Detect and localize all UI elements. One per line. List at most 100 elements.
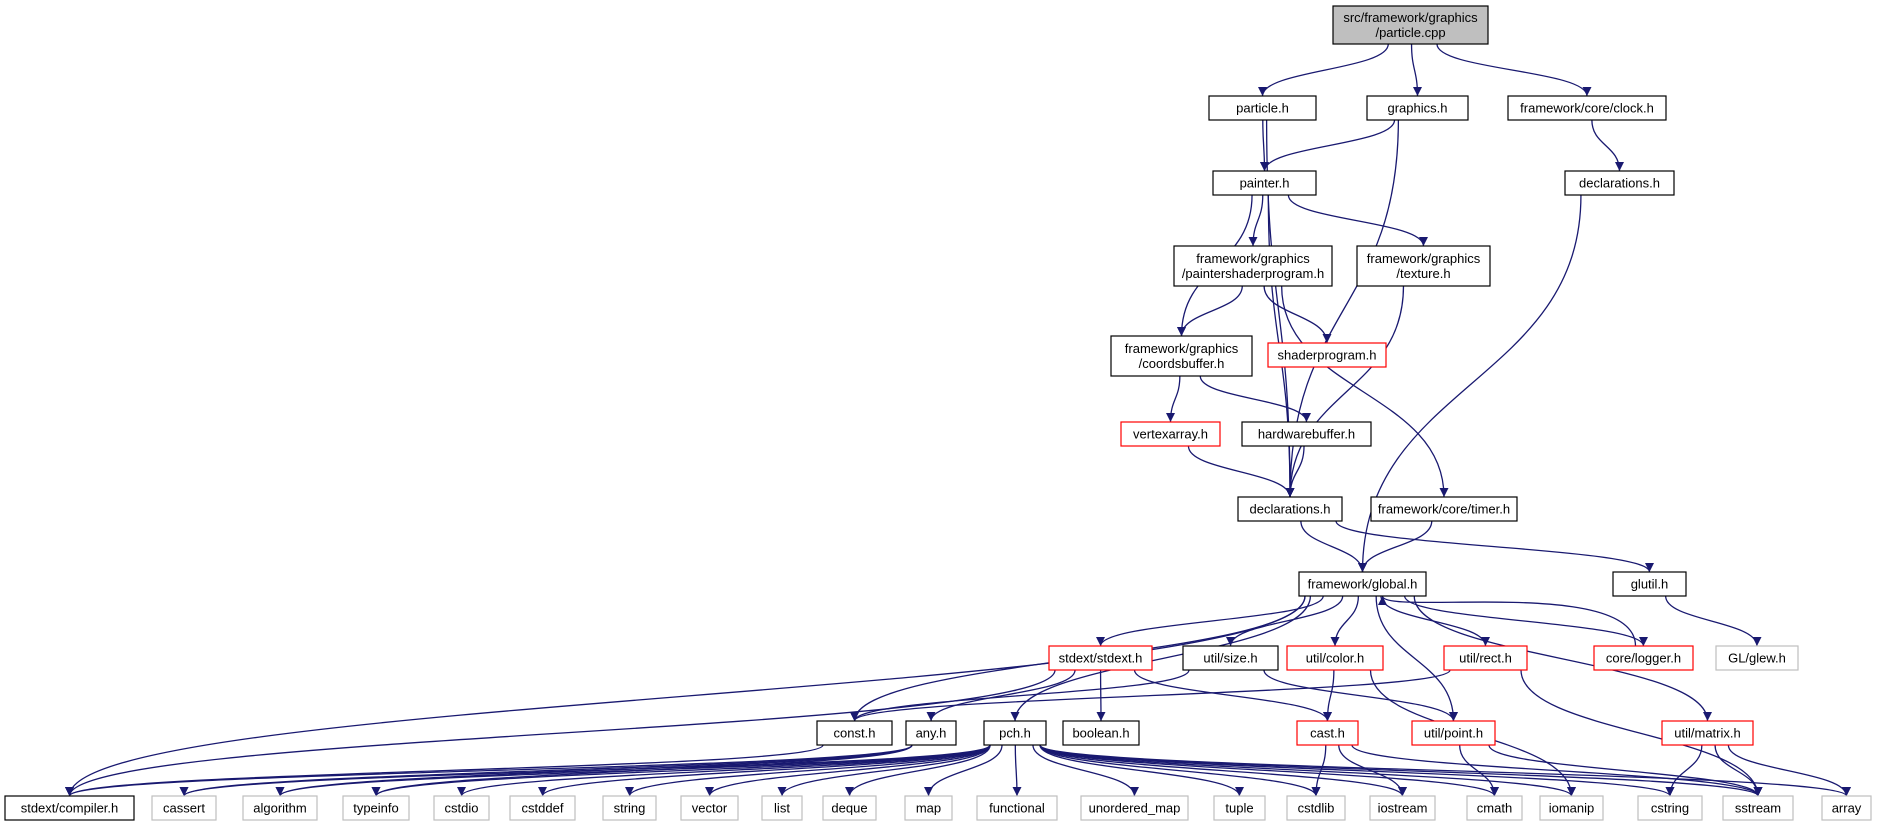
node-glew-label: GL/glew.h	[1728, 651, 1786, 666]
node-painter-label: painter.h	[1240, 176, 1290, 191]
edge-pch-to-functional	[1012, 744, 1022, 797]
edge-global-to-size	[1225, 595, 1344, 647]
edge-size-to-point	[1263, 669, 1458, 722]
edge-global-to-matrix	[1413, 595, 1713, 722]
node-any[interactable]: any.h	[905, 720, 957, 746]
node-clock-label: framework/core/clock.h	[1520, 101, 1654, 116]
edge-pch-to-cstring	[1039, 744, 1675, 797]
node-matrix[interactable]: util/matrix.h	[1661, 720, 1754, 746]
edge-global-to-logger	[1404, 595, 1648, 647]
edge-global-to-compiler	[65, 595, 1306, 797]
edge-pch-to-map	[923, 744, 1003, 797]
node-list-label: list	[774, 801, 790, 816]
node-point[interactable]: util/point.h	[1411, 720, 1496, 746]
edge-graphics-to-painter	[1259, 119, 1396, 172]
node-graphics[interactable]: graphics.h	[1366, 95, 1469, 121]
node-glutil[interactable]: glutil.h	[1612, 571, 1687, 597]
node-vector: vector	[680, 795, 739, 821]
node-string: string	[602, 795, 657, 821]
node-typeinfo-label: typeinfo	[353, 801, 399, 816]
node-paintershader[interactable]: framework/graphics/paintershaderprogram.…	[1173, 245, 1333, 287]
node-cast[interactable]: cast.h	[1296, 720, 1359, 746]
node-clock[interactable]: framework/core/clock.h	[1507, 95, 1667, 121]
node-cmath: cmath	[1466, 795, 1523, 821]
node-cast-label: cast.h	[1310, 726, 1345, 741]
node-list: list	[761, 795, 803, 821]
node-sstream-label: sstream	[1735, 801, 1781, 816]
node-stdext-label: stdext/stdext.h	[1059, 651, 1143, 666]
node-const[interactable]: const.h	[816, 720, 893, 746]
edge-matrix-to-cstring	[1665, 744, 1703, 797]
edge-logger-to-global	[1378, 595, 1637, 647]
node-declarations_core[interactable]: declarations.h	[1564, 170, 1675, 196]
node-texture[interactable]: framework/graphics/texture.h	[1356, 245, 1491, 287]
edge-layer	[65, 43, 1852, 797]
node-glew: GL/glew.h	[1715, 645, 1799, 671]
edge-particle-to-painter	[1259, 119, 1270, 172]
node-hardwarebuffer-label: hardwarebuffer.h	[1258, 427, 1355, 442]
edge-stdext-to-any	[926, 669, 1076, 722]
node-global[interactable]: framework/global.h	[1298, 571, 1427, 597]
node-matrix-label: util/matrix.h	[1674, 726, 1740, 741]
node-deque-label: deque	[831, 801, 867, 816]
node-cstdlib: cstdlib	[1286, 795, 1346, 821]
node-color[interactable]: util/color.h	[1286, 645, 1384, 671]
node-coordsbuffer-label: /coordsbuffer.h	[1139, 356, 1225, 371]
edge-paintershader-to-coordsbuffer	[1176, 285, 1243, 337]
node-algorithm-label: algorithm	[253, 801, 306, 816]
edge-color-to-cast	[1322, 669, 1335, 722]
node-coordsbuffer[interactable]: framework/graphics/coordsbuffer.h	[1110, 335, 1253, 377]
node-vector-label: vector	[692, 801, 728, 816]
node-shaderprogram[interactable]: shaderprogram.h	[1267, 342, 1387, 368]
node-functional-label: functional	[989, 801, 1045, 816]
edge-glutil-to-glew	[1664, 595, 1762, 647]
node-unordered_map-label: unordered_map	[1089, 801, 1181, 816]
node-vertexarray[interactable]: vertexarray.h	[1120, 421, 1221, 447]
edge-painter-to-paintershader	[1248, 194, 1264, 247]
node-logger[interactable]: core/logger.h	[1593, 645, 1694, 671]
edge-root-to-graphics	[1410, 43, 1423, 97]
edge-root-to-clock	[1436, 43, 1592, 97]
node-array: array	[1821, 795, 1872, 821]
node-rect[interactable]: util/rect.h	[1443, 645, 1528, 671]
node-boolean-label: boolean.h	[1072, 726, 1129, 741]
node-hardwarebuffer[interactable]: hardwarebuffer.h	[1241, 421, 1372, 447]
edge-stdext-to-compiler	[65, 669, 1056, 797]
edge-pch-to-deque	[845, 744, 991, 797]
node-functional: functional	[976, 795, 1058, 821]
node-boolean[interactable]: boolean.h	[1062, 720, 1140, 746]
node-cassert: cassert	[151, 795, 217, 821]
node-cstdio: cstdio	[433, 795, 490, 821]
edge-global-to-stdext	[1096, 595, 1324, 647]
node-root[interactable]: src/framework/graphics/particle.cpp	[1332, 5, 1489, 45]
node-cstdlib-label: cstdlib	[1298, 801, 1335, 816]
edge-const-to-compiler	[65, 744, 824, 797]
node-particle[interactable]: particle.h	[1208, 95, 1317, 121]
edge-cast-to-cstdlib	[1311, 744, 1327, 797]
edge-stdext-to-cast	[1133, 669, 1332, 722]
node-texture-label: /texture.h	[1396, 266, 1450, 281]
node-painter[interactable]: painter.h	[1212, 170, 1317, 196]
node-texture-label: framework/graphics	[1367, 251, 1481, 266]
node-stdext[interactable]: stdext/stdext.h	[1048, 645, 1153, 671]
edge-rect-to-const	[850, 669, 1451, 722]
edge-point-to-sstream	[1488, 744, 1763, 797]
node-pch[interactable]: pch.h	[983, 720, 1047, 746]
node-compiler[interactable]: stdext/compiler.h	[4, 795, 135, 821]
node-declarations[interactable]: declarations.h	[1237, 496, 1343, 522]
node-tuple: tuple	[1213, 795, 1266, 821]
node-cstddef-label: cstddef	[522, 801, 564, 816]
node-cstring: cstring	[1637, 795, 1703, 821]
node-coordsbuffer-label: framework/graphics	[1125, 341, 1239, 356]
edge-pch-to-tuple	[1039, 744, 1244, 797]
node-timer[interactable]: framework/core/timer.h	[1370, 496, 1518, 522]
node-paintershader-label: framework/graphics	[1196, 251, 1310, 266]
node-rect-label: util/rect.h	[1459, 651, 1512, 666]
node-declarations-label: declarations.h	[1250, 502, 1331, 517]
node-typeinfo: typeinfo	[342, 795, 410, 821]
node-size[interactable]: util/size.h	[1182, 645, 1279, 671]
edge-pch-to-cmath	[1039, 744, 1499, 797]
node-string-label: string	[614, 801, 646, 816]
node-global-label: framework/global.h	[1308, 577, 1418, 592]
node-graphics-label: graphics.h	[1388, 101, 1448, 116]
